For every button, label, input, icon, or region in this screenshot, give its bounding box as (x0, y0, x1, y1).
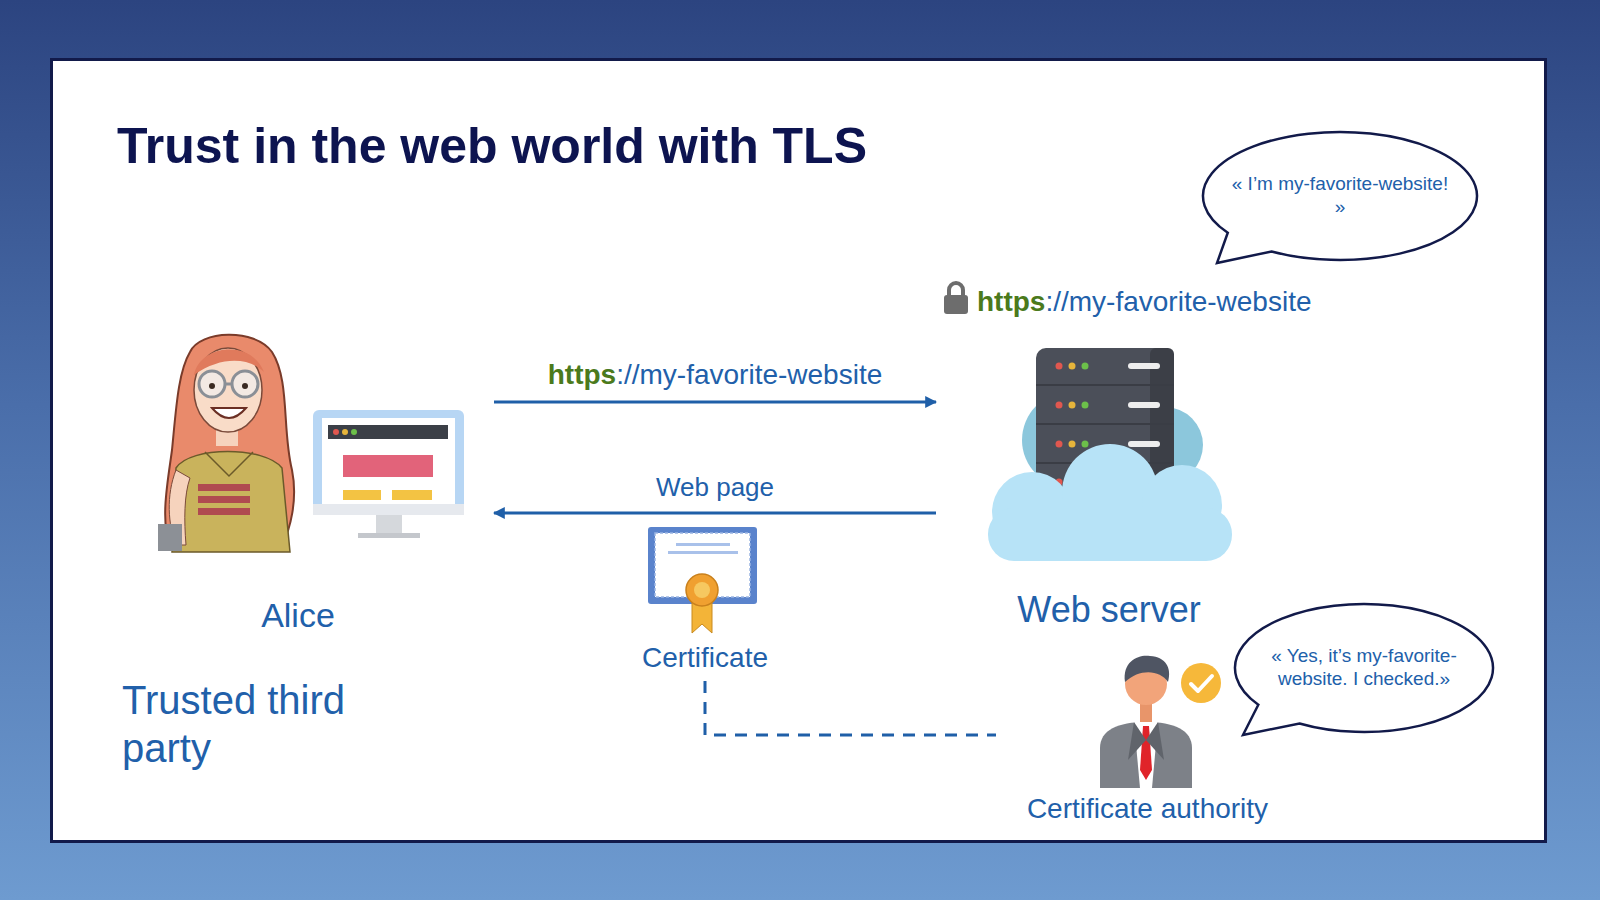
url-rest: ://my-favorite-website (1045, 286, 1311, 317)
alice-figure-part (212, 408, 246, 418)
bubble-outline-path (1235, 604, 1493, 735)
server-led-row-part (1082, 363, 1089, 370)
alice-figure-part (232, 371, 258, 397)
bubble-outline-path (1203, 132, 1477, 263)
label-box: Trusted third party (122, 676, 362, 772)
alice-figure-part (198, 484, 250, 491)
alice-figure-part (172, 452, 290, 553)
node-text-group: Alice (261, 595, 335, 636)
alice-figure-part (205, 452, 253, 476)
node-text-group: « Yes, it’s my-favorite-website. I check… (1262, 645, 1467, 691)
certificate-node: Certificate (620, 515, 790, 677)
speech-bubble: « I’m my-favorite-website! » (1203, 132, 1477, 260)
authority-person-part (1100, 722, 1192, 788)
person-node: Alice (150, 330, 490, 640)
node-label: Certificate authority (1027, 792, 1268, 826)
node-text-group: Certificate authority (1027, 792, 1268, 826)
authority-person-part (1125, 656, 1170, 682)
node-label: Web server (1017, 588, 1200, 631)
server-cloud-part (1036, 423, 1174, 425)
authority-person-part (1128, 722, 1146, 760)
certificate-icon-part (694, 582, 710, 598)
authority-person-part (1146, 722, 1164, 760)
arrow-connector (494, 512, 936, 515)
certificate-icon-part (686, 574, 718, 606)
alice-figure-part (209, 383, 215, 389)
edge-label-box: Web page (652, 472, 778, 503)
server-led-row-part (1069, 363, 1076, 370)
alice-figure-part (194, 349, 264, 375)
title-box: Trust in the web world with TLS (117, 116, 867, 176)
computer-monitor-part (392, 490, 432, 500)
server-led-row-part (1056, 402, 1063, 409)
alice-figure-part (199, 371, 225, 397)
server-led-row-part (1082, 441, 1089, 448)
edge-label-box: https://my-favorite-website (544, 358, 887, 392)
padlock-icon-part (949, 283, 963, 296)
padlock-icon (944, 283, 968, 314)
server-led-row-part (1128, 363, 1160, 369)
certificate-icon-part (655, 533, 750, 597)
alice-figure-part (158, 524, 182, 551)
computer-monitor-part (333, 429, 339, 435)
computer-monitor-part (343, 490, 381, 500)
arrow-connector (494, 401, 936, 404)
slide-title: Trust in the web world with TLS (117, 116, 867, 176)
computer-monitor-part (328, 425, 448, 439)
computer-monitor-part (343, 455, 433, 477)
computer-monitor-part (358, 533, 420, 538)
computer-monitor (313, 410, 464, 538)
certificate-icon-part (668, 551, 738, 554)
node-text-group: Web server (1017, 588, 1200, 631)
dashed-connector (705, 681, 996, 735)
authority-person (1100, 656, 1221, 788)
server-cloud-part (1036, 384, 1174, 386)
server-cloud (988, 348, 1232, 561)
label-box: https://my-favorite-website (977, 285, 1312, 319)
authority-person-part (1191, 676, 1212, 691)
alice-figure-part (225, 383, 232, 386)
server-led-row-part (1069, 441, 1076, 448)
server-led-row-part (1128, 441, 1160, 447)
certificate-icon-part (676, 543, 730, 546)
node-text-group: « I’m my-favorite-website! » (1231, 173, 1449, 219)
computer-monitor-part (351, 429, 357, 435)
authority-person-part (1181, 663, 1221, 703)
server-led-row-part (1082, 402, 1089, 409)
url-scheme: https (977, 286, 1045, 317)
certificate-icon (648, 527, 757, 633)
alice-figure-part (242, 383, 248, 389)
alice-figure-part (198, 496, 250, 503)
node-label: Certificate (642, 641, 768, 675)
speech-text: « I’m my-favorite-website! » (1231, 173, 1449, 219)
server-led-row-part (1056, 363, 1063, 370)
computer-monitor-part (313, 410, 464, 515)
edge-label: Web page (652, 472, 778, 503)
computer-monitor-part (322, 418, 455, 504)
server-led-row-part (1056, 441, 1063, 448)
node-text-group: Certificate (642, 641, 768, 675)
url-label: https://my-favorite-website (977, 285, 1312, 319)
alice-figure-part (198, 508, 250, 515)
certificate-icon-part (648, 527, 757, 604)
speech-text: « Yes, it’s my-favorite-website. I check… (1262, 645, 1467, 691)
server-led-row-part (1069, 402, 1076, 409)
alice-figure (158, 335, 294, 552)
url-scheme: https (548, 359, 616, 390)
speech-bubble: « Yes, it’s my-favorite-website. I check… (1235, 604, 1493, 732)
node-label: Alice (261, 595, 335, 636)
server-node: Web server (940, 335, 1240, 633)
computer-monitor-part (342, 429, 348, 435)
edge-label: https://my-favorite-website (544, 358, 887, 392)
server-led-row-part (1128, 402, 1160, 408)
server-cloud-part (988, 508, 1232, 561)
role-label: Trusted third party (122, 676, 362, 772)
computer-monitor-part (376, 515, 402, 533)
padlock-icon-part (944, 295, 968, 314)
computer-monitor-part (313, 504, 464, 515)
url-rest: ://my-favorite-website (616, 359, 882, 390)
